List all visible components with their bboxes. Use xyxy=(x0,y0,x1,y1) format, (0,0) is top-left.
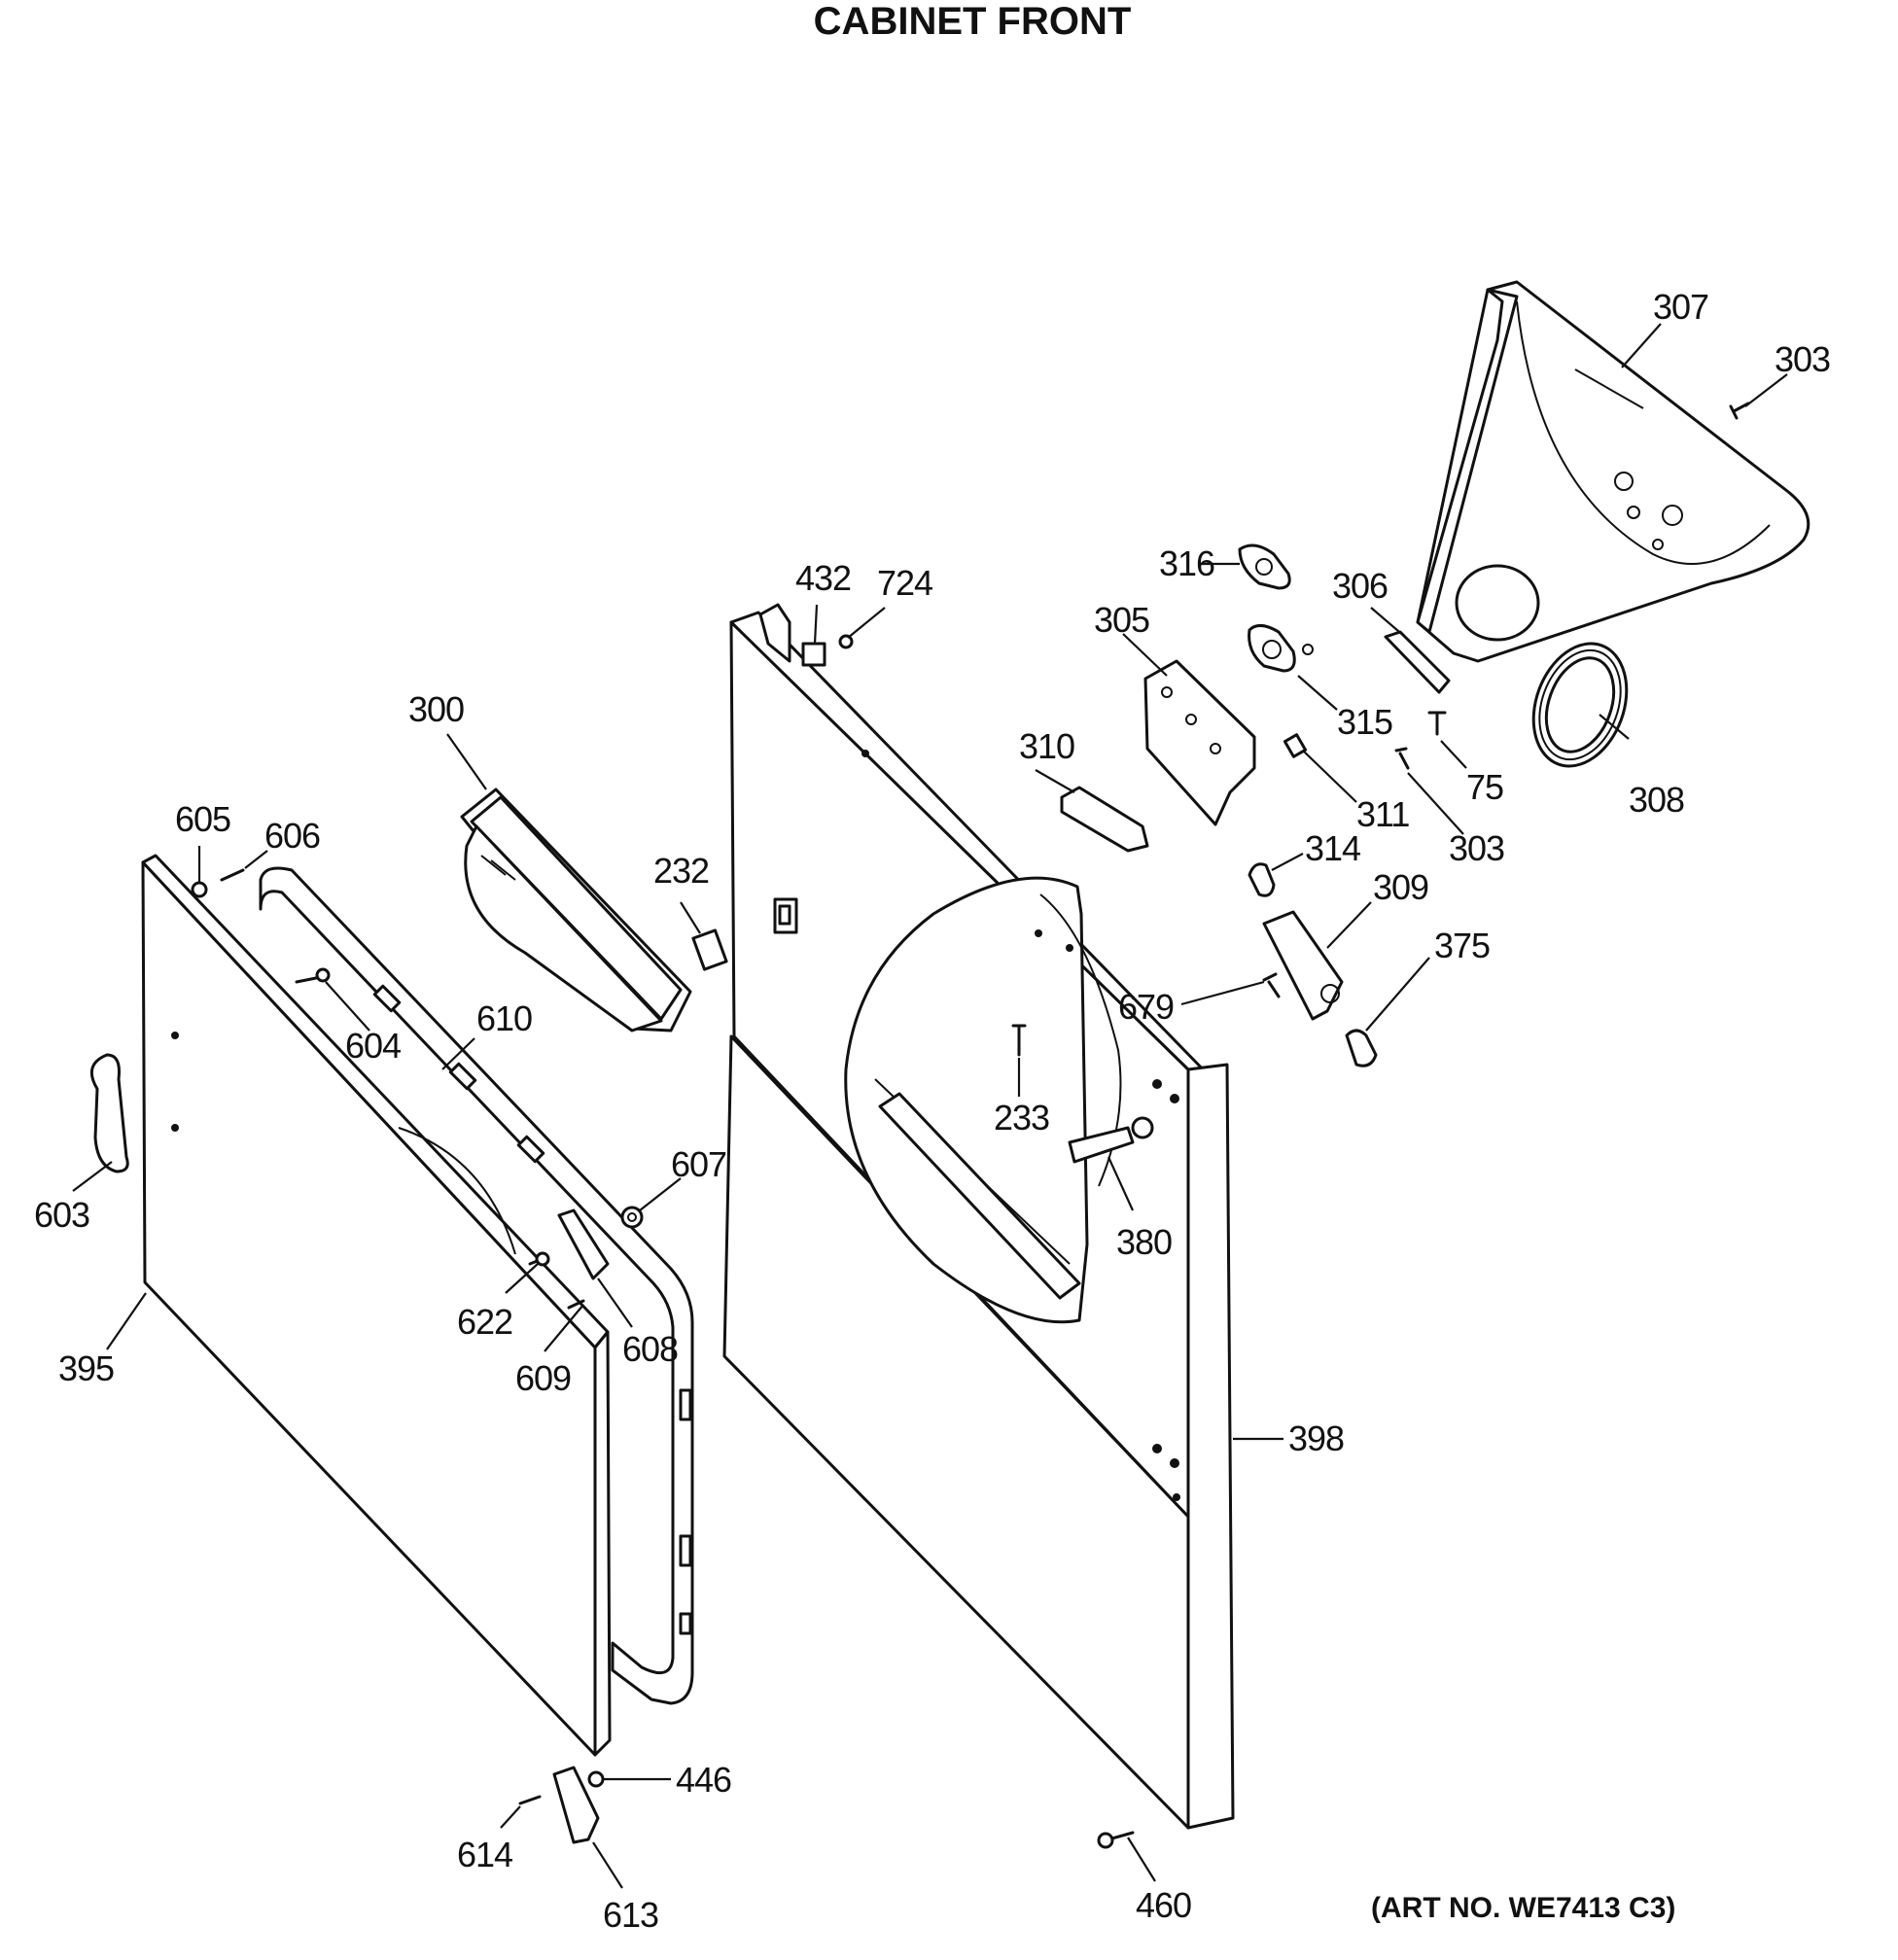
callout-395: 395 xyxy=(58,1348,114,1388)
callout-308: 308 xyxy=(1629,780,1684,820)
callout-608: 608 xyxy=(622,1329,678,1369)
callout-614: 614 xyxy=(457,1835,512,1874)
callout-622: 622 xyxy=(457,1302,512,1342)
callout-679: 679 xyxy=(1118,987,1174,1027)
callout-314: 314 xyxy=(1305,828,1360,868)
callout-432: 432 xyxy=(795,558,851,598)
callout-307: 307 xyxy=(1653,287,1708,327)
callout-398: 398 xyxy=(1288,1418,1344,1458)
callout-309: 309 xyxy=(1373,867,1428,907)
cabinet-front-panel xyxy=(722,603,1235,1830)
callout-300: 300 xyxy=(408,689,464,729)
callout-303-mid: 303 xyxy=(1449,828,1504,868)
callout-724: 724 xyxy=(877,563,932,603)
callout-315: 315 xyxy=(1337,702,1392,742)
ring-seal xyxy=(1531,642,1629,768)
callout-606: 606 xyxy=(264,816,320,856)
callout-609: 609 xyxy=(515,1358,571,1398)
small-parts xyxy=(89,402,1750,1849)
door-outer-panel xyxy=(141,854,612,1757)
door-inner-liner xyxy=(259,866,694,1705)
callout-232: 232 xyxy=(653,851,709,891)
callout-375: 375 xyxy=(1434,926,1490,965)
callout-607: 607 xyxy=(671,1144,726,1184)
callout-305: 305 xyxy=(1094,600,1149,640)
callout-306: 306 xyxy=(1332,566,1388,606)
lint-filter-housing xyxy=(460,788,692,1032)
diagram-title: CABINET FRONT xyxy=(813,0,1132,43)
callout-604: 604 xyxy=(345,1026,401,1066)
callout-380: 380 xyxy=(1116,1222,1172,1262)
front-bulkhead xyxy=(1416,280,1810,663)
callout-233: 233 xyxy=(994,1098,1049,1138)
callout-605: 605 xyxy=(175,799,230,839)
callout-311: 311 xyxy=(1356,794,1409,834)
callout-316: 316 xyxy=(1159,543,1214,583)
callout-610: 610 xyxy=(476,998,532,1038)
art-number: (ART NO. WE7413 C3) xyxy=(1371,1892,1676,1924)
callout-446: 446 xyxy=(676,1760,731,1800)
callout-75: 75 xyxy=(1466,767,1503,807)
callout-leader-lines xyxy=(72,323,1788,1889)
callout-303-top: 303 xyxy=(1775,339,1830,379)
callout-310: 310 xyxy=(1019,726,1074,766)
callout-603: 603 xyxy=(34,1195,89,1235)
callout-labels: 307 303 316 306 305 315 310 311 75 303 3… xyxy=(34,287,1831,1935)
callout-613: 613 xyxy=(603,1895,658,1935)
callout-460: 460 xyxy=(1136,1885,1191,1925)
